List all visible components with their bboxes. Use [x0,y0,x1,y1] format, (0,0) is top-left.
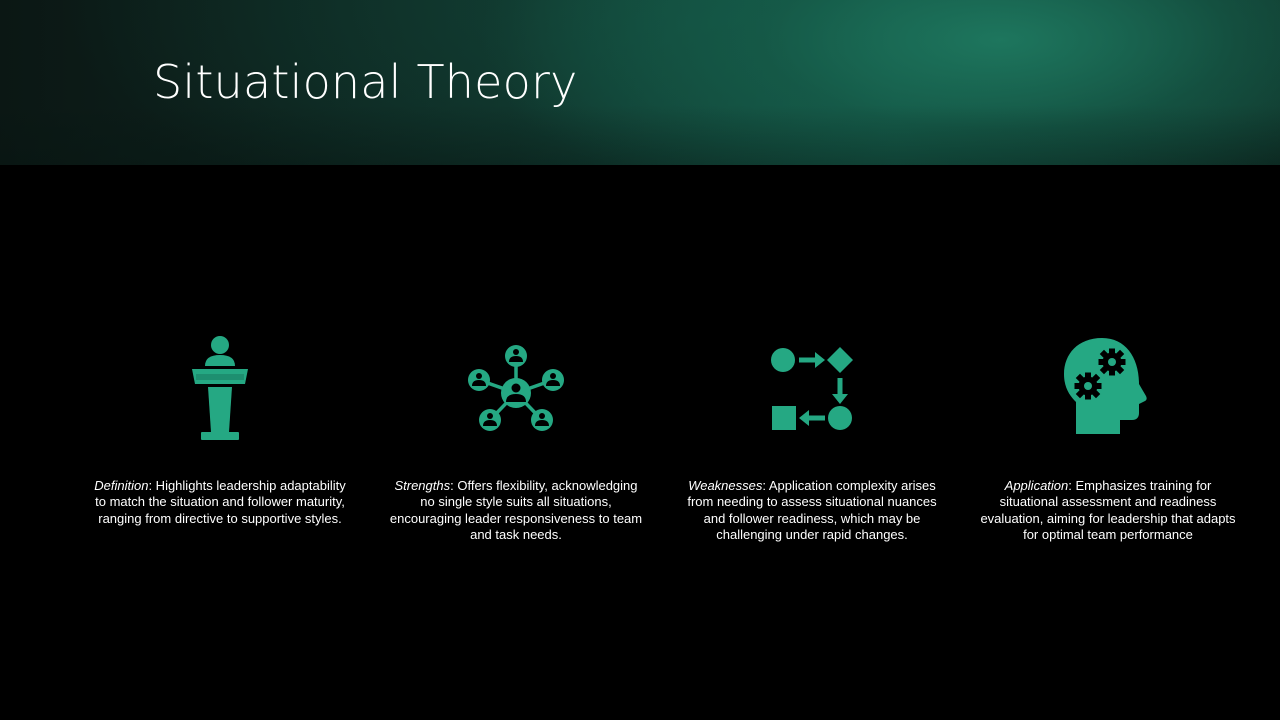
definition-card: Definition: Highlights leadership adapta… [90,330,350,527]
weaknesses-term: Weaknesses [688,478,763,493]
process-flow-icon [752,330,872,450]
slide-title: Situational Theory [153,55,578,109]
strengths-body: : Offers flexibility, acknowledging no s… [389,478,643,542]
application-text: Application: Emphasizes training for sit… [978,478,1238,543]
definition-term: Definition [94,478,149,493]
podium-speaker-icon [160,330,280,450]
application-term: Application [1004,478,1069,493]
definition-text: Definition: Highlights leadership adapta… [90,478,350,527]
title-banner: Situational Theory [0,0,1280,165]
strengths-term: Strengths [394,478,451,493]
strengths-text: Strengths: Offers flexibility, acknowled… [386,478,646,543]
strengths-card: Strengths: Offers flexibility, acknowled… [386,330,646,543]
weaknesses-card: Weaknesses: Application complexity arise… [682,330,942,543]
network-people-icon [456,330,576,450]
application-card: Application: Emphasizes training for sit… [978,330,1238,543]
weaknesses-body: : Application complexity arises from nee… [687,478,937,542]
head-gears-icon [1048,330,1168,450]
application-body: : Emphasizes training for situational as… [980,478,1236,542]
weaknesses-text: Weaknesses: Application complexity arise… [682,478,942,543]
definition-body: : Highlights leadership adaptability to … [95,478,346,526]
